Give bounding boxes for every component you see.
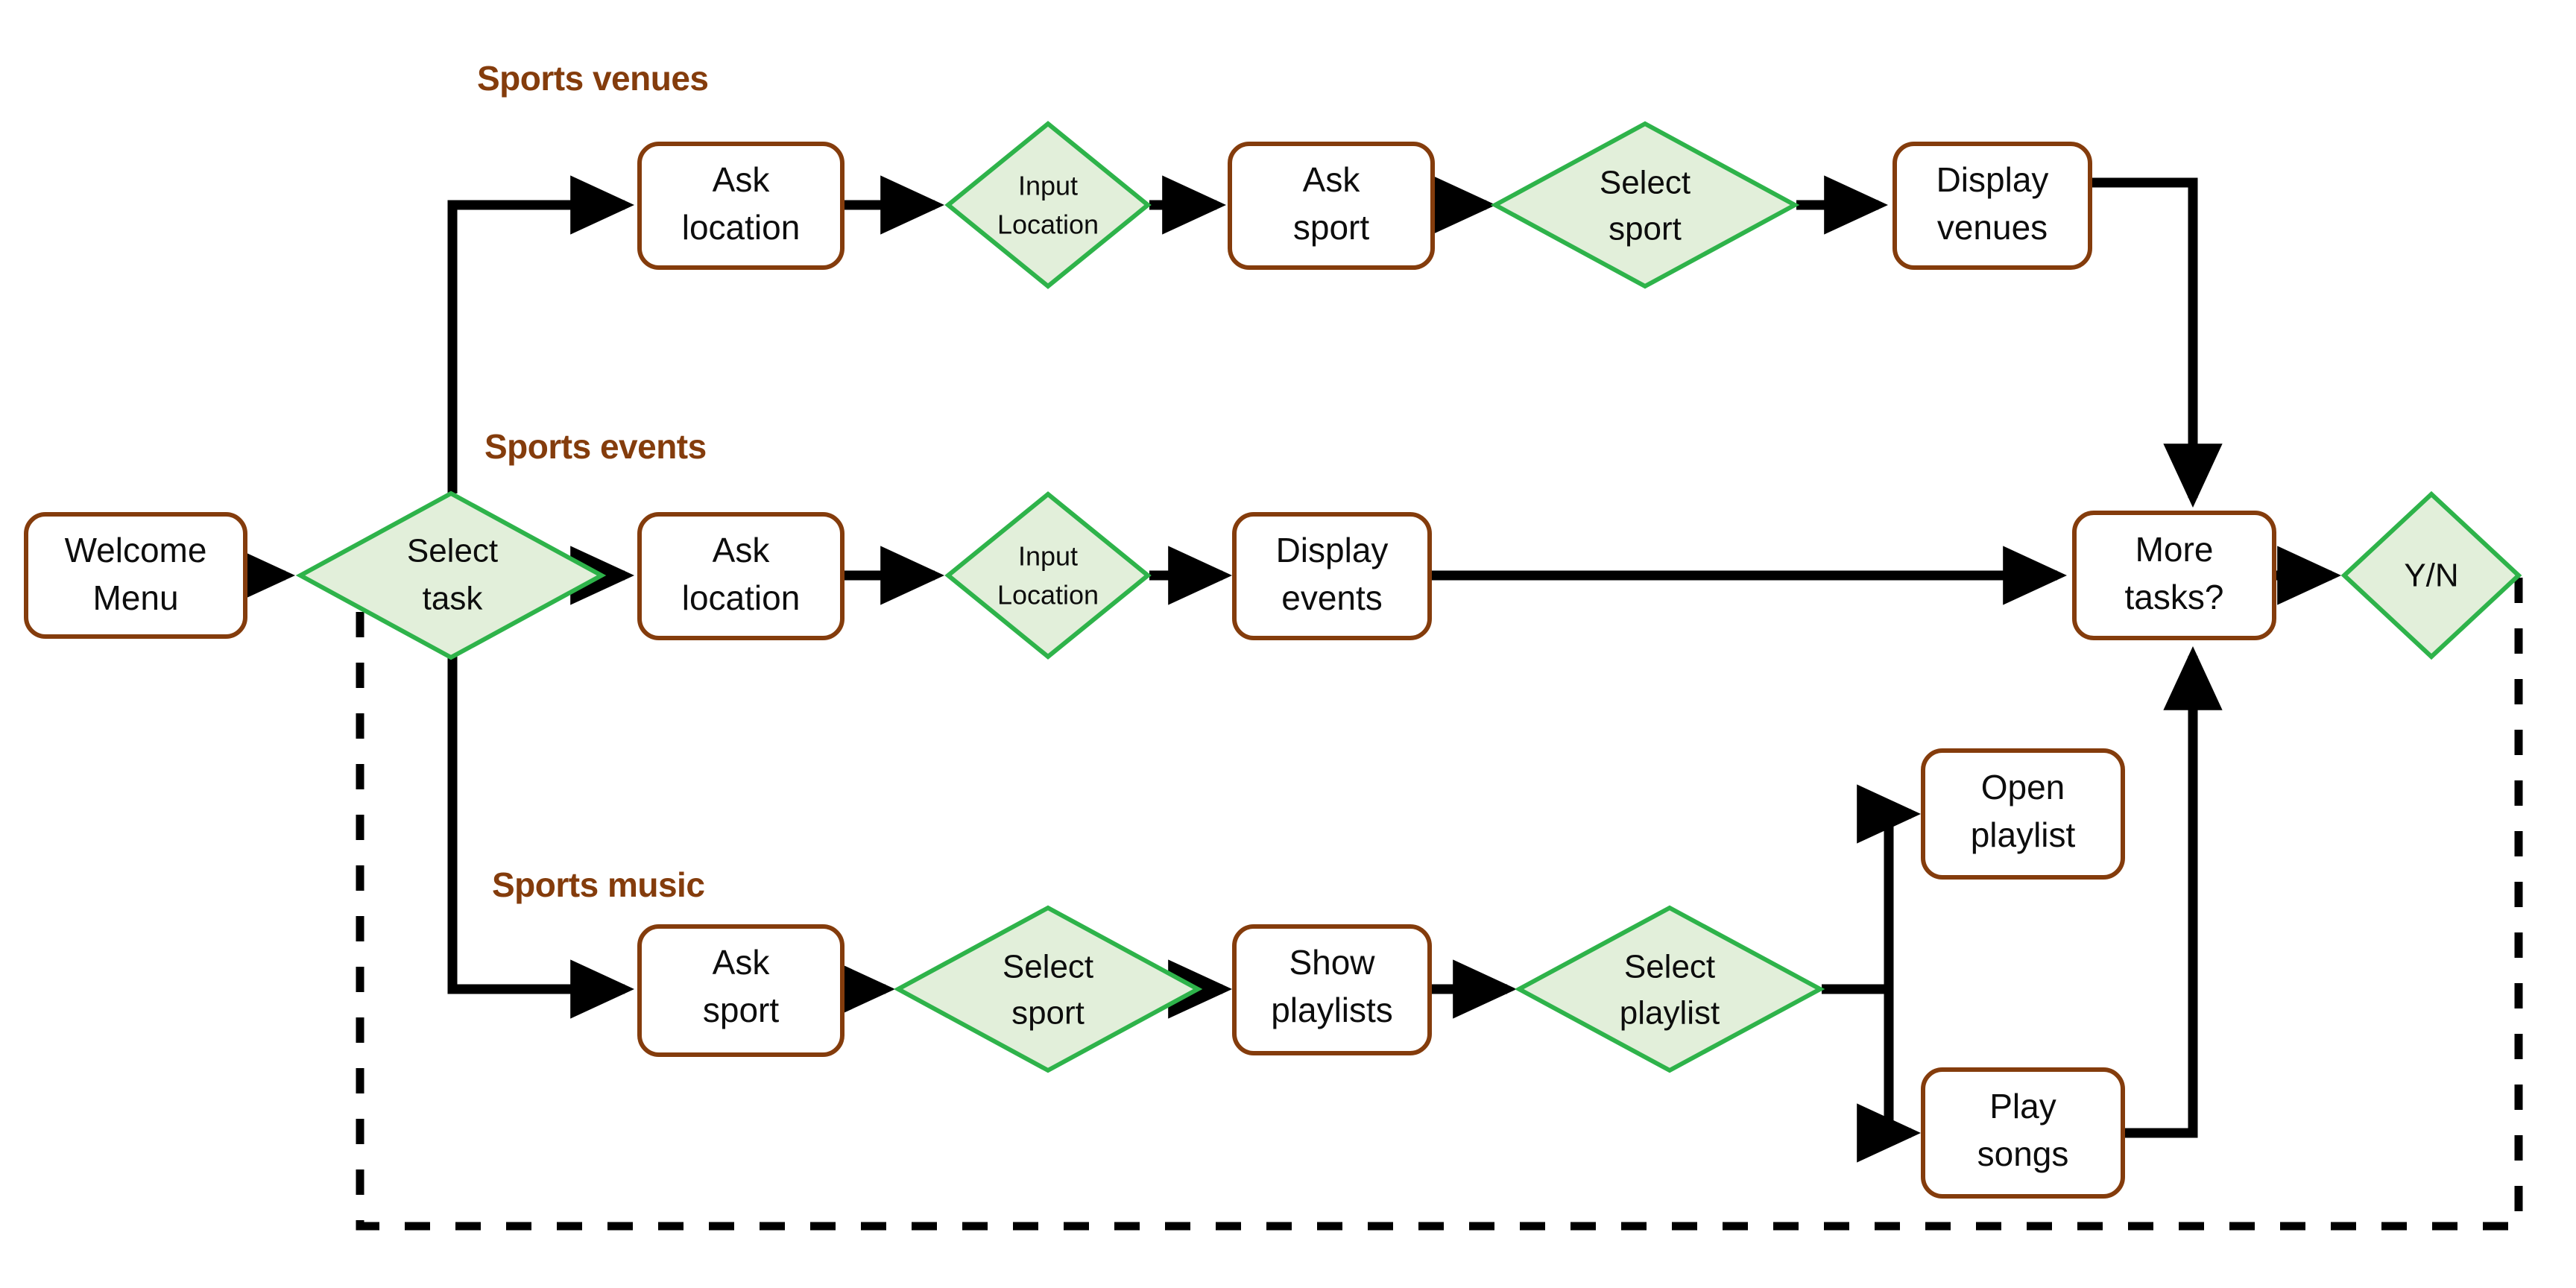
node-ask-sport-music-line-2: sport	[703, 991, 779, 1029]
node-play-songs[interactable]: Play songs	[1921, 1067, 2125, 1199]
node-display-venues-line-2: venues	[1937, 208, 2048, 247]
node-select-task[interactable]: Select task	[295, 490, 607, 660]
edge-display-venues-to-more	[2091, 177, 2223, 508]
node-open-playlist-line-2: playlist	[1971, 815, 2076, 854]
node-select-sport-venues-line-1: Select	[1600, 165, 1690, 201]
node-display-venues[interactable]: Display venues	[1892, 142, 2092, 270]
node-input-location-venues-line-2: Location	[997, 209, 1099, 240]
node-ask-sport-music-line-1: Ask	[713, 943, 771, 982]
node-ask-location-venues-line-1: Ask	[713, 160, 771, 199]
node-select-sport-music-line-1: Select	[1003, 949, 1093, 985]
node-more-tasks[interactable]: More tasks?	[2072, 511, 2276, 640]
node-show-playlists-line-2: playlists	[1271, 991, 1393, 1029]
node-show-playlists[interactable]: Show playlists	[1232, 924, 1432, 1055]
node-ask-sport-venues-line-1: Ask	[1303, 160, 1361, 199]
edge-playlist-to-open	[1822, 784, 1922, 994]
node-welcome-menu[interactable]: Welcome Menu	[24, 512, 247, 639]
node-play-songs-line-1: Play	[1989, 1087, 2056, 1126]
node-display-venues-line-1: Display	[1936, 160, 2049, 199]
lane-title-sports-events: Sports events	[484, 427, 707, 466]
node-display-events-line-2: events	[1281, 578, 1383, 617]
node-input-location-venues[interactable]: Input Location	[944, 121, 1152, 289]
node-ask-location-events-line-1: Ask	[713, 531, 771, 569]
node-select-sport-music[interactable]: Select sport	[893, 905, 1203, 1073]
edge-playlist-to-play	[1857, 989, 1922, 1163]
node-input-location-events-line-2: Location	[997, 580, 1099, 610]
node-select-playlist-line-1: Select	[1624, 949, 1715, 985]
edge-select-up-to-venues	[447, 175, 635, 493]
node-show-playlists-line-1: Show	[1289, 943, 1375, 982]
node-ask-location-venues[interactable]: Ask location	[637, 142, 845, 270]
node-select-sport-venues[interactable]: Select sport	[1490, 121, 1800, 289]
edge-yn-loop-back-to-select	[356, 578, 2523, 1231]
node-select-playlist[interactable]: Select playlist	[1514, 905, 1825, 1073]
node-input-location-venues-line-1: Input	[1018, 171, 1078, 201]
node-ask-location-events-line-2: location	[682, 578, 801, 617]
edge-play-songs-to-more	[2125, 645, 2223, 1138]
node-select-sport-venues-line-2: sport	[1609, 211, 1682, 247]
node-input-location-events[interactable]: Input Location	[944, 491, 1152, 660]
node-select-playlist-line-2: playlist	[1620, 995, 1720, 1032]
node-input-location-events-line-1: Input	[1018, 541, 1078, 572]
edge-select-down-to-music	[447, 656, 635, 1019]
node-more-tasks-line-1: More	[2135, 530, 2214, 569]
node-select-task-line-1: Select	[407, 533, 498, 569]
node-play-songs-line-2: songs	[1977, 1134, 2069, 1173]
node-welcome-menu-line-2: Menu	[92, 578, 178, 617]
node-open-playlist[interactable]: Open playlist	[1921, 748, 2125, 880]
lane-title-sports-venues: Sports venues	[477, 59, 709, 98]
node-select-sport-music-line-2: sport	[1011, 995, 1085, 1032]
node-yes-no[interactable]: Y/N	[2340, 490, 2522, 660]
node-ask-location-events[interactable]: Ask location	[637, 512, 845, 640]
node-yes-no-label: Y/N	[2404, 558, 2458, 594]
lane-title-sports-music: Sports music	[492, 865, 705, 904]
node-display-events-line-1: Display	[1276, 531, 1389, 569]
node-ask-sport-venues[interactable]: Ask sport	[1228, 142, 1435, 270]
node-ask-sport-venues-line-2: sport	[1293, 208, 1369, 247]
node-display-events[interactable]: Display events	[1232, 512, 1432, 640]
node-open-playlist-line-1: Open	[1981, 768, 2065, 806]
node-welcome-menu-line-1: Welcome	[65, 531, 207, 569]
node-select-task-line-2: task	[423, 581, 484, 617]
node-more-tasks-line-2: tasks?	[2125, 578, 2224, 616]
node-ask-sport-music[interactable]: Ask sport	[637, 924, 845, 1057]
node-ask-location-venues-line-2: location	[682, 208, 801, 247]
